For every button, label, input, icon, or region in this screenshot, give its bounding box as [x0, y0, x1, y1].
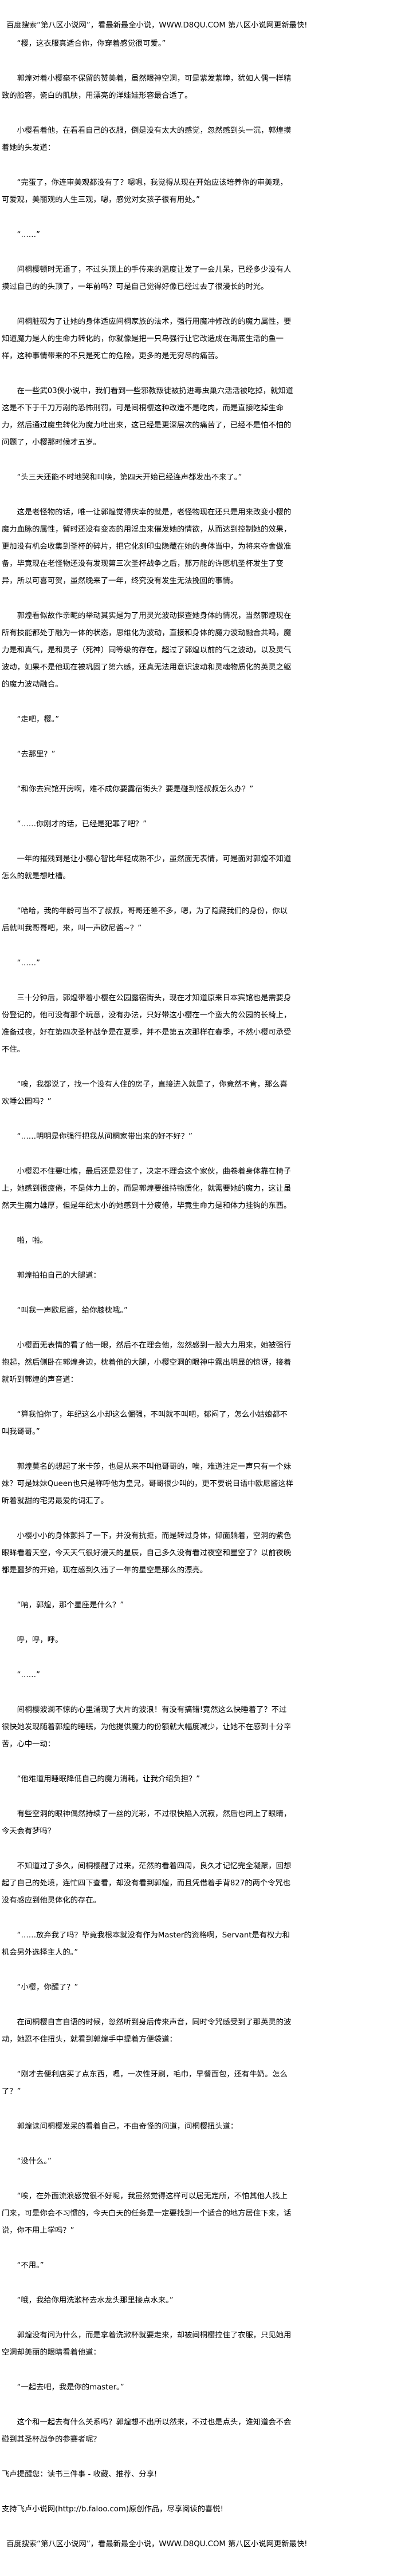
- paragraph: 三十分钟后，郭煌带着小樱在公园露宿街头，现在才知道原来日本宾馆也是需要身份登记的…: [2, 994, 292, 1054]
- paragraph: “算我怕你了，年纪这么小却这么倔强，不叫就不叫吧，郁闷了，怎么小姑娘都不叫我哥哥…: [2, 1410, 288, 1436]
- paragraph: “樱，这衣服真适合你，你穿着感觉很可爱。”: [17, 39, 166, 48]
- paragraph: “去那里？”: [17, 750, 56, 759]
- paragraph: 呼，呼，呼。: [17, 1636, 63, 1644]
- paragraph: 间桐樱波澜不惊的心里涌现了大片的波浪！有没有搞错!竟然这么快睡着了？不过很快她发…: [2, 1706, 292, 1749]
- site-banner-bottom: 百度搜索“第八区小说网”，看最新最全小说，WWW.D8QU.COM 第八区小说网…: [6, 2540, 308, 2549]
- paragraph: “……放弃我了吗？毕竟我根本就没有作为Master的资格啊，Servant是有权…: [2, 1931, 290, 1957]
- paragraph: “……你刚才的话，已经是犯罪了吧？”: [17, 820, 147, 829]
- paragraph: “哈哈，我的年龄可当不了叔叔，哥哥还差不多，嗯，为了隐藏我们的身份，你以后就叫我…: [2, 907, 288, 933]
- paragraph: 小樱小小的身体颤抖了一下，并没有抗拒，而是转过身体，仰面躺着，空洞的紫色眼眸看着…: [2, 1532, 292, 1575]
- paragraph: 间桐樱顿时无语了，不过头顶上的手传来的温度让发了一会儿呆，已经多少没有人摸过自己…: [2, 265, 292, 291]
- paragraph: 有些空洞的眼神偶然持续了一丝的光彩，不过很快陷入沉寂，然后也闭上了眼睛，今天会有…: [2, 1810, 292, 1836]
- paragraph: “他难道用睡眠降低自己的魔力消耗，让我介绍负担？”: [17, 1775, 200, 1784]
- paragraph: “……”: [17, 231, 40, 239]
- paragraph: 这是老怪物的话，唯一让郭煌觉得庆幸的就是，老怪物现在还只是用来改变小樱的魔力血脉…: [2, 508, 292, 585]
- paragraph: “唉，我都说了，找一个没有人住的房子，直接进入就是了，你竟然不肯，那么喜欢睡公园…: [2, 1080, 288, 1106]
- paragraph: 在一些武03侠小说中，我们看到一些邪教叛徒被扔进毒虫巢穴活活被吃掉，就知道这是不…: [2, 387, 293, 447]
- paragraph: “呐，郭煌，那个星座是什么？”: [17, 1601, 124, 1610]
- paragraph: “……明明是你强行把我从间桐家带出来的好不好？”: [17, 1132, 192, 1141]
- paragraph: 不知道过了多久，间桐樱醒了过来，茫然的看着四周，良久才记忆完全凝聚，回想起了自己…: [2, 1862, 292, 1905]
- paragraph: 小樱看着他，在看看自己的衣服，倒是没有太大的感觉，忽然感到头一沉，郭煌摸着她的头…: [2, 126, 292, 152]
- paragraph: “唉，在外面流浪感觉很不好呢，我虽然觉得这样可以居无定所，不怕其他人找上门来，可…: [2, 2192, 292, 2235]
- paragraph: “……”: [17, 959, 40, 968]
- support-text: 支持飞卢小说网(http://b.faloo.com)原创作品，尽享阅读的喜悦!: [2, 2505, 223, 2514]
- paragraph: 郭煌莫名的想起了米卡莎，也是从来不叫他哥哥的，唉，难道注定一声只有一个妹妹？可是…: [2, 1463, 294, 1505]
- paragraph: “没什么。”: [17, 2157, 52, 2166]
- paragraph: 郭煌对着小樱毫不保留的赞美着，虽然眼神空洞，可是紫发紫瞳，犹如人偶一样精致的脸容…: [2, 74, 292, 100]
- paragraph: “和你去宾馆开房啊，难不成你要露宿街头？要是碰到怪叔叔怎么办？”: [17, 785, 254, 794]
- paragraph: 间桐脏砚为了让她的身体适应间桐家族的法术，强行用魔冲修改的的魔力属性，要知道魔力…: [2, 318, 292, 360]
- paragraph: “哦，我给你用洗漱杯去水龙头那里接点水来。”: [17, 2296, 174, 2305]
- paragraph: “刚才去便利店买了点东西，嗯，一次性牙刷，毛巾，早餐面包，还有牛奶。怎么了？”: [2, 2070, 288, 2096]
- paragraph: 郭煌诔间桐樱发呆的看着自己，不由奇怪的问道，间桐樱扭头道：: [17, 2122, 238, 2131]
- paragraph: “叫我一声欧尼酱，给你膝枕哦。”: [17, 1306, 128, 1315]
- paragraph: 一年的摧残到是让小樱心智比年轻成熟不少，虽然面无表情，可是面对郭煌不知道怎么的就…: [2, 855, 292, 881]
- paragraph: “走吧，樱。”: [17, 715, 60, 724]
- paragraph: “一起去吧，我是你的master。”: [17, 2383, 124, 2392]
- chapter-content: “樱，这衣服真适合你，你穿着感觉很可爱。” 郭煌对着小樱毫不保留的赞美着，虽然眼神…: [2, 35, 294, 2448]
- reminder-text: 飞卢提醒您：读书三件事 - 收藏、推荐、分享!: [2, 2470, 158, 2479]
- paragraph: “……”: [17, 1671, 40, 1679]
- chapter-page: 百度搜索“第八区小说网”，看最新最全小说，WWW.D8QU.COM 第八区小说网…: [2, 21, 308, 2549]
- paragraph: 小樱忍不住要吐槽，最后还是忍住了，决定不理会这个家伙，曲卷着身体靠在椅子上，她感…: [2, 1167, 292, 1210]
- paragraph: 啪，啪。: [17, 1237, 48, 1245]
- paragraph: “小樱，你醒了？”: [17, 1983, 78, 1992]
- paragraph: 郭煌看似故作亲昵的举动其实是为了用灵光波动探查她身体的情况，当然郭煌现在所有技能…: [2, 612, 292, 689]
- paragraph: 郭煌没有问为什么，而是拿着洗漱杯就要走来，却被间桐樱拉住了衣服，只见她用空洞却美…: [2, 2331, 292, 2357]
- paragraph: “头三天还能不时地哭和叫唤，第四天开始已经连声都发出不来了。”: [17, 473, 242, 482]
- paragraph: 在间桐樱自言自语的时候，忽然听到身后传来声音，同时令咒感受到了那英灵的波动，她忍…: [2, 2018, 292, 2044]
- paragraph: 郭煌拍拍自己的大腿道：: [17, 1271, 101, 1280]
- paragraph: “不用。”: [17, 2261, 44, 2270]
- paragraph: 小樱面无表情的看了他一眼，然后不在理会他，忽然感到一股大力用来，她被强行抱起，然…: [2, 1341, 292, 1384]
- site-banner-top: 百度搜索“第八区小说网”，看最新最全小说，WWW.D8QU.COM 第八区小说网…: [6, 21, 308, 30]
- paragraph: “完蛋了，你连审美观都没有了？嗯嗯，我觉得从现在开始应该培养你的审美观，可爱观，…: [2, 179, 288, 204]
- paragraph: 这个和一起去有什么关系吗？郭煌想不出所以然来，不过也是点头，谁知道会不会碰到其圣…: [2, 2418, 292, 2444]
